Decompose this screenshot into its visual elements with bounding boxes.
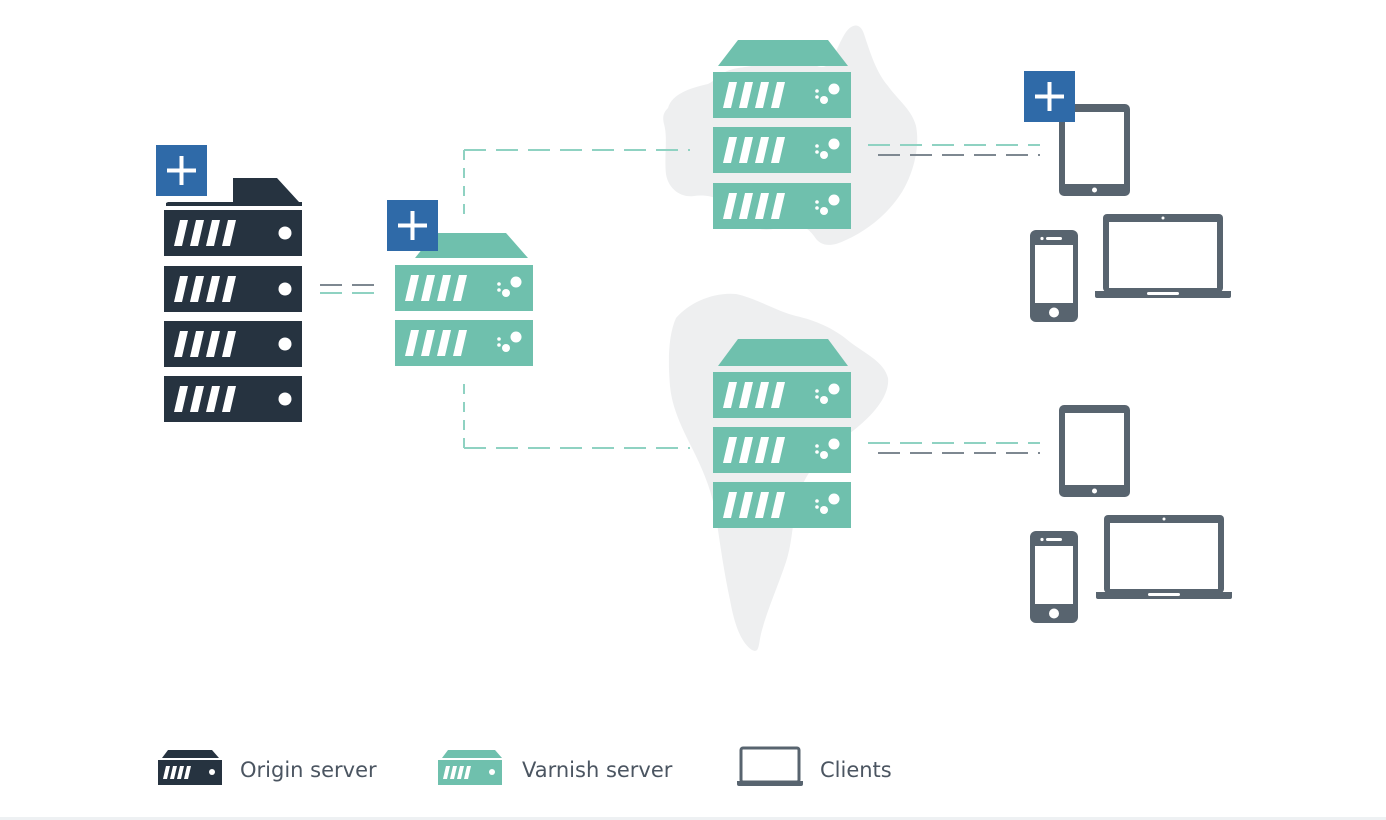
australia-varnish-server [713, 40, 851, 229]
phone-icon [1030, 531, 1078, 623]
varnish-to-australia-link [463, 149, 690, 214]
origin-server-roof [166, 178, 302, 206]
legend-varnish-server-label: Varnish server [522, 758, 673, 782]
central-varnish-server [387, 200, 533, 366]
phone-icon [1030, 230, 1078, 322]
plus-icon [156, 145, 207, 196]
legend-clients-label: Clients [820, 758, 892, 782]
legend-origin-server-label: Origin server [240, 758, 377, 782]
australia-to-clients-link [868, 144, 1040, 156]
legend-clients-icon [737, 746, 803, 786]
divider [0, 817, 1386, 820]
tablet-icon [1059, 405, 1130, 497]
legend-origin-server-icon [158, 750, 222, 785]
plus-icon [387, 200, 438, 251]
origin-to-varnish-link [320, 284, 378, 294]
client-group-top [1024, 71, 1231, 322]
laptop-icon [1095, 214, 1231, 298]
varnish-to-south-america-link [463, 384, 690, 449]
client-group-bottom [1030, 405, 1232, 623]
legend-varnish-server-icon [438, 750, 502, 785]
plus-icon [1024, 71, 1075, 122]
south-america-varnish-server [713, 339, 851, 528]
origin-server-stack [156, 145, 302, 422]
laptop-icon [1096, 515, 1232, 599]
south-america-to-clients-link [868, 442, 1040, 454]
